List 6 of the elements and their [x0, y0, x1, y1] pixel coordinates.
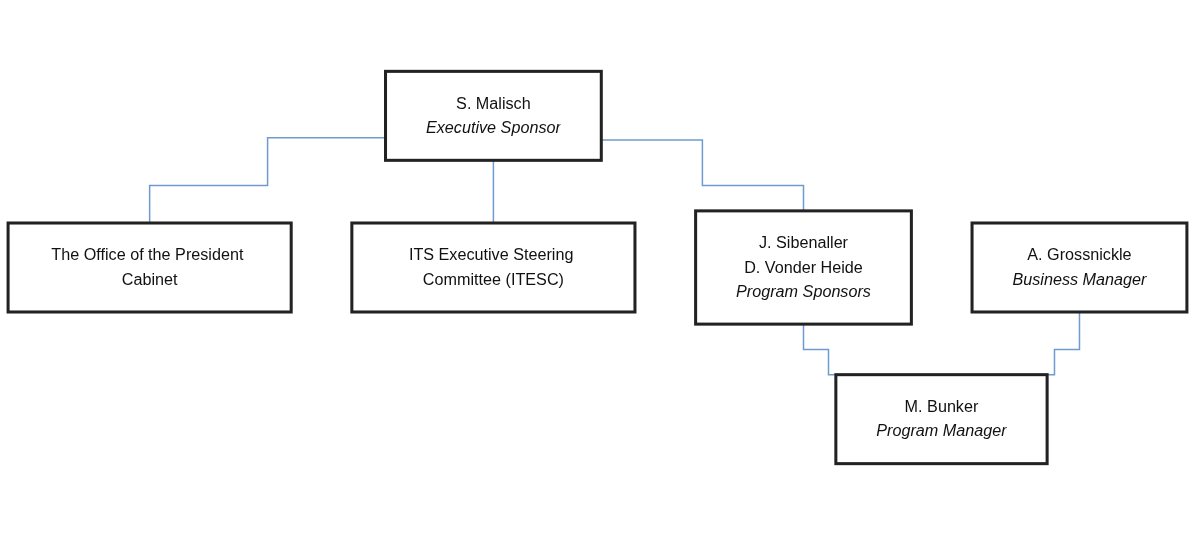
node-box: S. Malisch Executive Sponsor [384, 69, 603, 162]
node-box: A. Grossnickle Business Manager [970, 221, 1189, 314]
node-box: J. Sibenaller D. Vonder Heide Program Sponsors [694, 209, 913, 326]
node-box: ITS Executive Steering Committee (ITESC) [350, 221, 637, 314]
node-box: M. Bunker Program Manager [834, 373, 1049, 466]
node-box: The Office of the President Cabinet [6, 221, 293, 314]
